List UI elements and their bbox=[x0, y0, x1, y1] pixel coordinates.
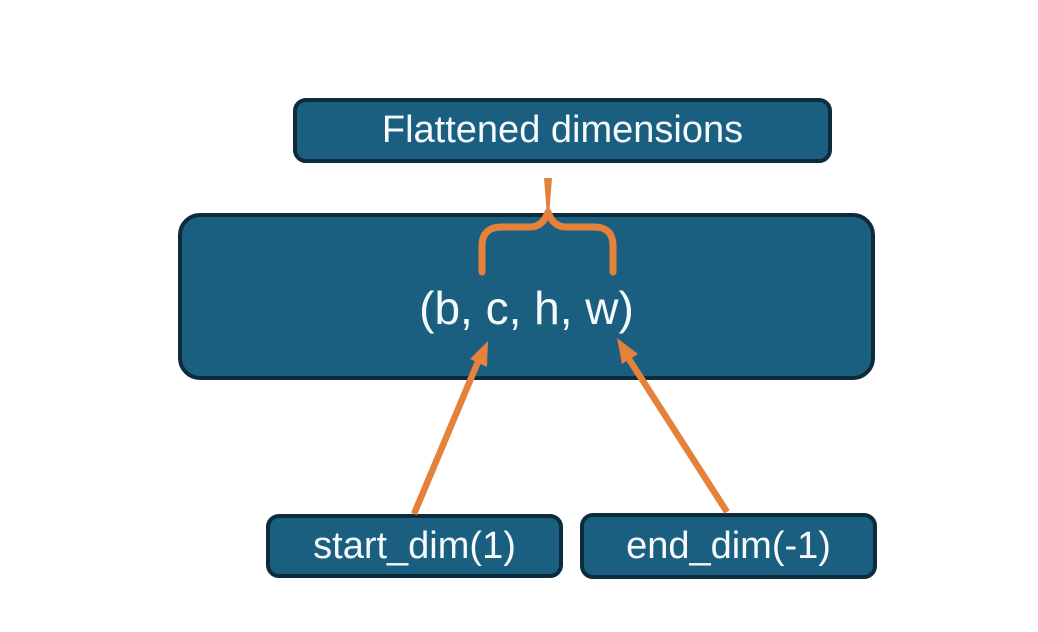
tensor-shape-label: (b, c, h, w) bbox=[419, 281, 634, 334]
end-dim-box: end_dim(-1) bbox=[580, 513, 877, 579]
end-dim-label: end_dim(-1) bbox=[626, 524, 831, 567]
start-dim-arrow bbox=[411, 355, 483, 516]
start-dim-box: start_dim(1) bbox=[266, 514, 563, 578]
flattened-dimensions-box: Flattened dimensions bbox=[293, 98, 832, 163]
tensor-shape-box: (b, c, h, w) bbox=[178, 213, 875, 380]
flattened-dimensions-label: Flattened dimensions bbox=[381, 109, 744, 151]
brace-stem bbox=[544, 178, 552, 216]
start-dim-label: start_dim(1) bbox=[313, 524, 516, 567]
